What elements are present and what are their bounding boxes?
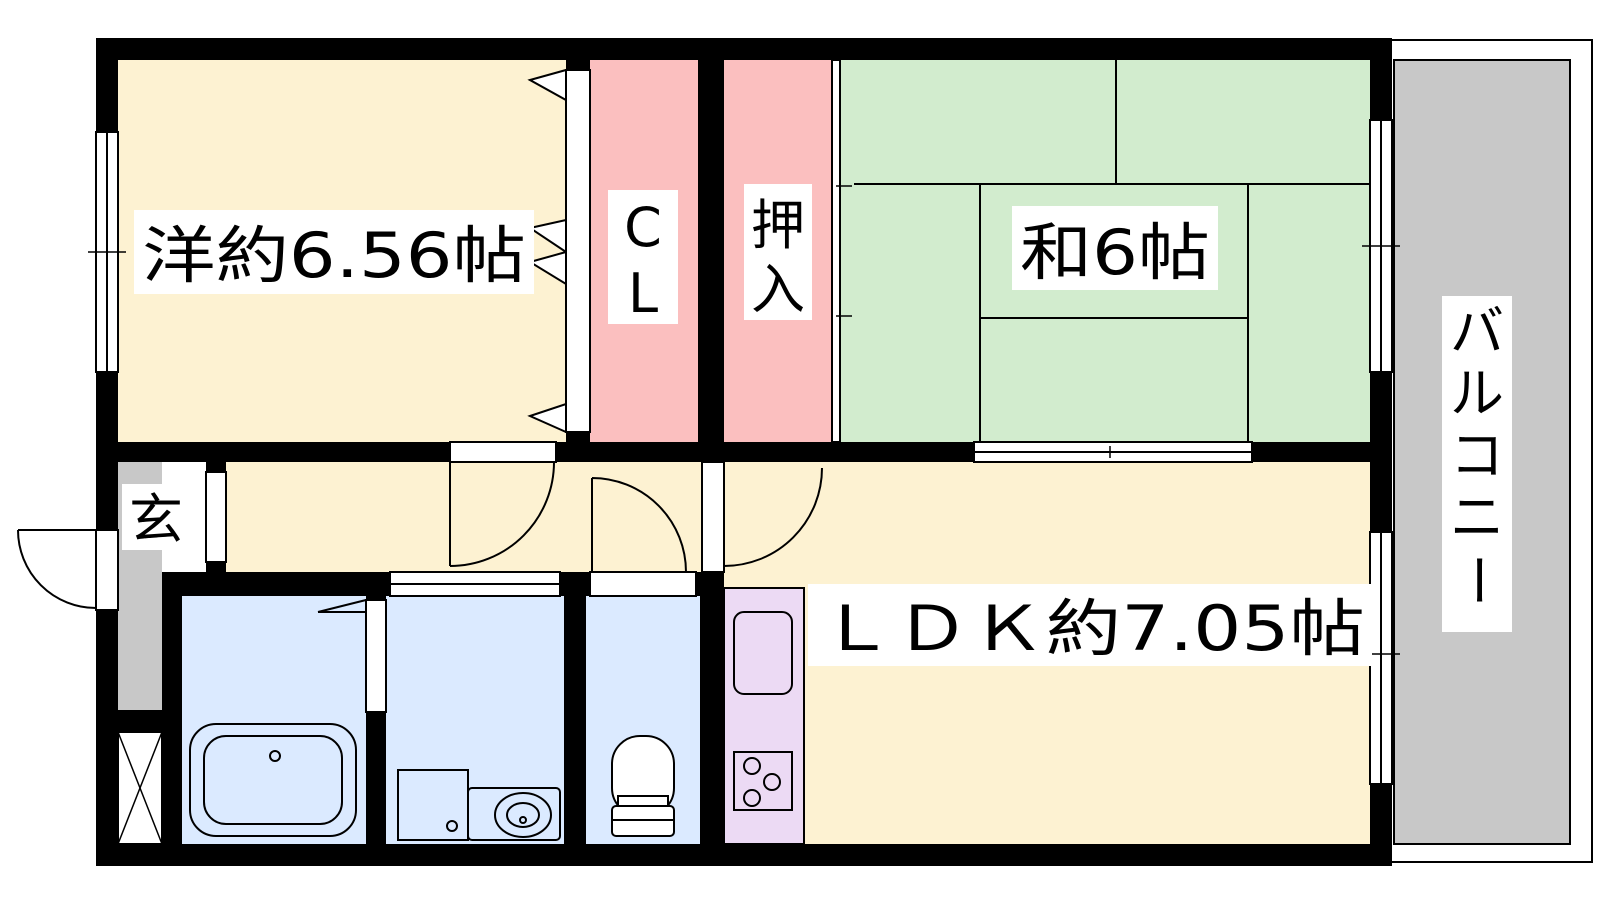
balcony — [1385, 39, 1593, 863]
tatami-lines — [854, 60, 1370, 442]
closet-label-c: C — [624, 196, 662, 259]
stove — [733, 751, 793, 811]
oshiire-label-group: 押 入 — [744, 184, 812, 321]
balcony-label-5: ー — [1446, 553, 1509, 607]
washroom-floor — [386, 596, 564, 844]
western-room-label-group: 洋約6.56帖 — [134, 210, 534, 294]
hallway-floor — [226, 462, 702, 572]
entrance-label-group: 玄 — [122, 484, 190, 551]
entrance-label: 玄 — [129, 488, 183, 551]
balcony-label-3: コ — [1450, 424, 1504, 487]
japanese-room-label: 和6帖 — [1020, 216, 1210, 289]
ldk-label: ＬＤＫ約7.05帖 — [819, 592, 1365, 665]
closet-label-group: C L — [608, 190, 678, 325]
western-room-label: 洋約6.56帖 — [142, 219, 526, 292]
oshiire-label-2: 入 — [751, 258, 805, 321]
balcony-label-2: ル — [1450, 362, 1504, 425]
balcony-label-1: バ — [1450, 300, 1504, 363]
kitchen-counter — [723, 587, 805, 845]
balcony-label-group: バ ル コ ニ ー — [1442, 296, 1512, 632]
japanese-room-label-group: 和6帖 — [1012, 206, 1218, 290]
sink — [733, 611, 793, 695]
bathroom-floor — [182, 596, 366, 844]
balcony-label-4: ニ — [1450, 486, 1504, 549]
door-swings — [17, 68, 823, 613]
washbasin — [397, 769, 561, 841]
toilet — [611, 735, 675, 837]
oshiire-label-1: 押 — [751, 194, 805, 257]
bathtub — [189, 723, 357, 837]
ldk-label-group: ＬＤＫ約7.05帖 — [808, 584, 1372, 666]
closet-label-l: L — [628, 262, 658, 325]
